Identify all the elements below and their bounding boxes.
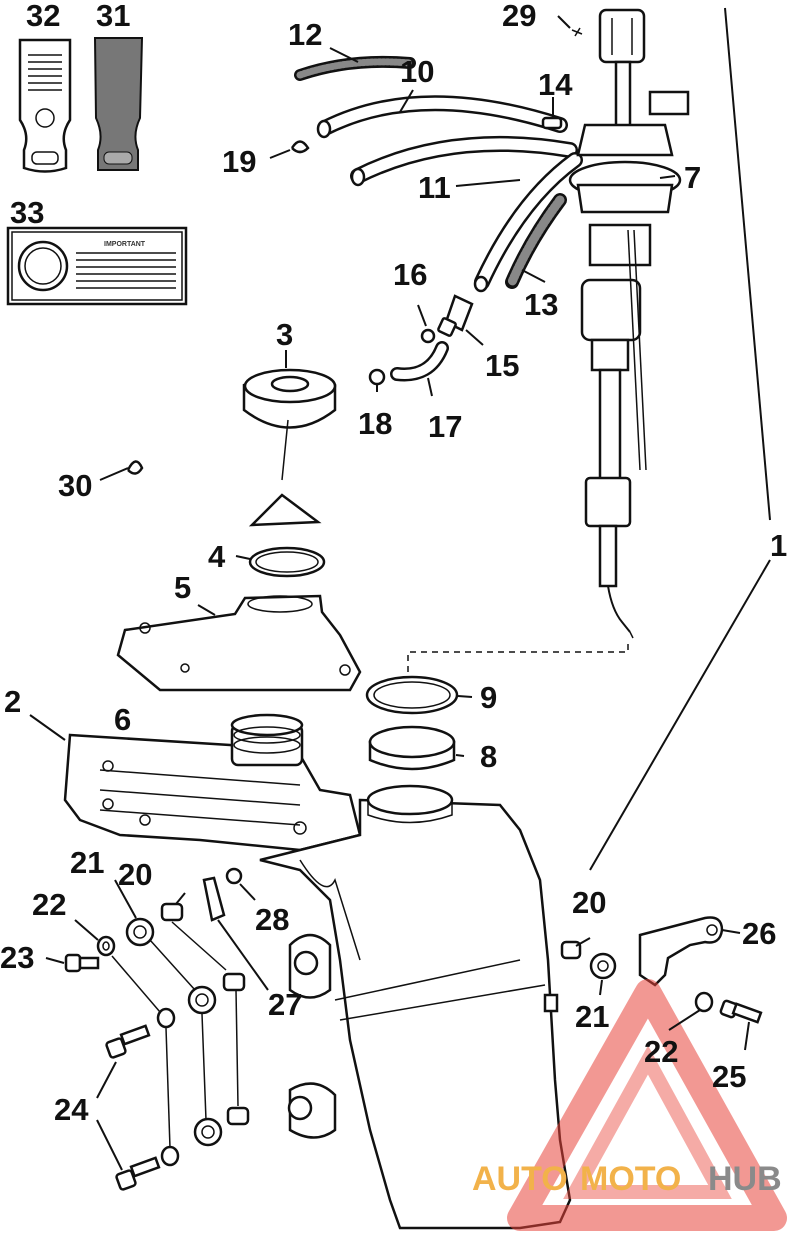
hose-13 [505,193,567,289]
clip-27 [202,876,226,922]
callout-27: 27 [268,987,302,1022]
callout-5: 5 [174,570,191,605]
decal-32 [18,38,72,173]
hose-12 [294,55,416,81]
callout-8: 8 [480,739,497,774]
callout-21-left: 21 [70,845,104,880]
clip-30 [126,460,144,475]
bushing-20-left-upper [160,902,184,922]
callout-32: 32 [26,0,60,33]
washer-22-left-mid [156,1007,176,1029]
seal-8 [368,725,456,771]
bolt-25 [719,999,763,1024]
callout-11: 11 [418,170,451,205]
bolt-24-upper [105,1024,151,1059]
hose-10 [316,95,568,139]
callout-18: 18 [358,406,392,441]
callout-22-right: 22 [644,1034,678,1069]
callout-13: 13 [524,287,558,322]
decal-33: IMPORTANT [6,226,188,306]
leader-lines [29,7,771,1171]
callout-30: 30 [58,468,92,503]
filler-cap-3 [242,368,337,527]
bushing-20-left-mid [222,972,246,992]
callout-2: 2 [4,684,21,719]
washer-22-left-lower [160,1145,180,1167]
watermark-text-moto: MOTO [580,1160,681,1198]
callout-26: 26 [742,916,776,951]
callout-20-left: 20 [118,857,152,892]
bushing-20-right [560,940,582,960]
callout-3: 3 [276,317,293,352]
dashed-guide-9 [407,640,629,672]
tank-cover-6 [63,713,362,852]
callout-15: 15 [485,348,519,383]
callout-19: 19 [222,144,256,179]
callout-23: 23 [0,940,34,975]
assembly-guides-left [111,921,239,1149]
fuel-tank-2 [259,784,572,1230]
callout-22-left: 22 [32,887,66,922]
bolt-29 [571,27,583,37]
callout-14: 14 [538,67,573,102]
decal-33-title: IMPORTANT [104,241,146,248]
callout-6: 6 [114,702,131,737]
callout-7: 7 [684,160,701,195]
clamp-18 [368,368,386,386]
grommet-21-left-mid [187,985,217,1015]
callout-21-right: 21 [575,999,609,1034]
gasket-9 [365,675,459,715]
watermark-logo: AUTO MOTO HUB [472,979,787,1231]
callout-24: 24 [54,1092,89,1127]
callout-20-right: 20 [572,885,606,920]
elbow-hose-17 [390,341,449,382]
callout-9: 9 [480,680,497,715]
grommet-21-left-upper [125,917,155,947]
clip-19 [290,140,310,154]
watermark-text-hub: HUB [708,1160,782,1198]
watermark-text-auto: AUTO [472,1160,568,1198]
callout-4: 4 [208,539,226,574]
nut-28 [225,867,243,885]
callout-17: 17 [428,409,462,444]
bushing-20-left-lower [226,1106,250,1126]
callout-labels: 32 31 33 12 10 29 14 19 7 11 16 13 3 15 … [0,0,787,1127]
callout-31: 31 [96,0,130,33]
bracket-5 [116,594,362,692]
fuel-pump-assembly-7 [568,8,690,639]
clamp-16 [420,328,436,344]
washer-22-left [96,935,116,957]
decal-31 [93,37,144,171]
hose-11 [350,136,583,293]
callout-16: 16 [393,257,427,292]
callout-12: 12 [288,17,322,52]
bolt-24-lower [115,1156,161,1191]
callout-28: 28 [255,902,289,937]
washer-22-right [694,991,714,1013]
bolt-23 [64,953,100,973]
check-valve-14 [541,116,563,130]
callout-1: 1 [770,528,787,563]
callout-33: 33 [10,195,44,230]
grommet-21-left-lower [193,1117,223,1147]
grommet-21-right [589,952,617,980]
o-ring-4 [248,546,326,578]
callout-25: 25 [712,1059,746,1094]
callout-29: 29 [502,0,536,33]
fitting-15 [437,294,474,337]
bracket-26 [638,916,724,987]
callout-10: 10 [400,54,434,89]
